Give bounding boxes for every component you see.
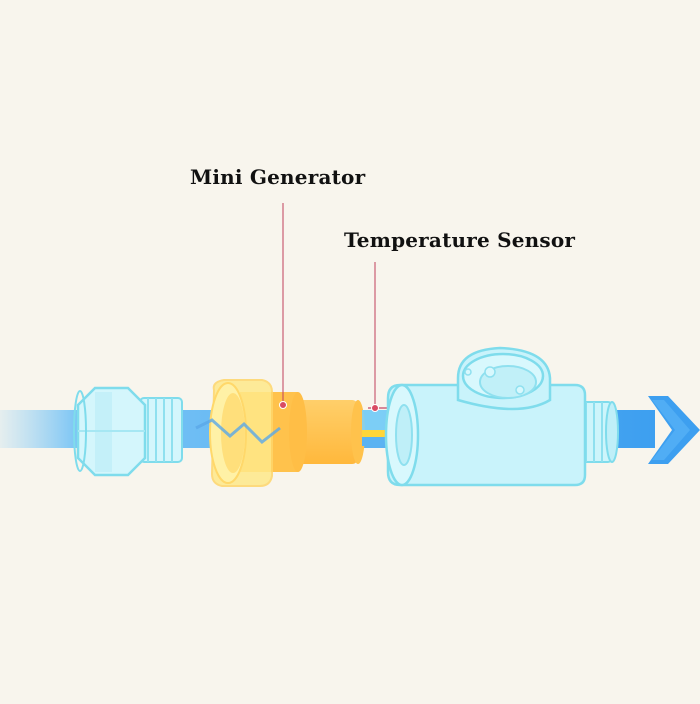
flow-arrow-icon [648, 396, 700, 464]
generator-callout-dot [279, 401, 287, 409]
sensor-callout-dot [371, 404, 379, 412]
temperature-sensor-label: Temperature Sensor [344, 228, 576, 252]
mini-generator [195, 379, 365, 487]
tee-pipe-body [384, 346, 619, 487]
hex-fitting-icon [73, 386, 183, 477]
flow-arrow-head-highlight [652, 400, 690, 460]
mini-generator-label: Mini Generator [190, 165, 366, 189]
